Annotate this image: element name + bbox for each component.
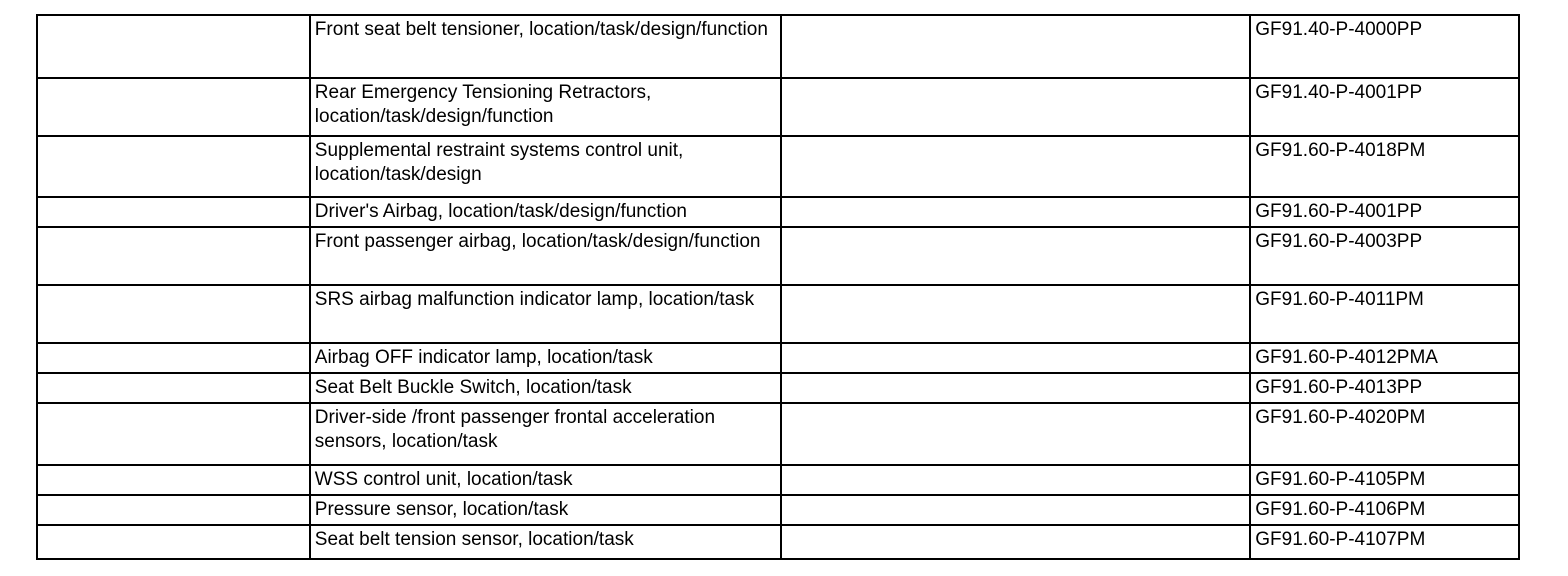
table-row: Supplemental restraint systems control u… xyxy=(36,135,1520,198)
description-cell: SRS airbag malfunction indicator lamp, l… xyxy=(308,284,783,344)
table-row: Front seat belt tensioner, location/task… xyxy=(36,14,1520,79)
description-cell: Airbag OFF indicator lamp, location/task xyxy=(308,342,783,374)
document-code-cell: GF91.60-P-4013PP xyxy=(1249,372,1520,404)
document-code-cell: GF91.60-P-4003PP xyxy=(1249,226,1520,286)
table-row: Seat belt tension sensor, location/task … xyxy=(36,524,1520,560)
description-cell: Supplemental restraint systems control u… xyxy=(308,135,783,198)
description-cell: Driver's Airbag, location/task/design/fu… xyxy=(308,196,783,228)
document-code-cell: GF91.60-P-4020PM xyxy=(1249,402,1520,466)
document-code-cell: GF91.40-P-4000PP xyxy=(1249,14,1520,79)
spacer-cell xyxy=(780,372,1252,404)
spacer-cell xyxy=(780,77,1252,137)
table-row: Front passenger airbag, location/task/de… xyxy=(36,226,1520,286)
spacer-cell xyxy=(780,342,1252,374)
ref-cell xyxy=(36,464,311,496)
description-cell: Seat belt tension sensor, location/task xyxy=(308,524,783,560)
spacer-cell xyxy=(780,14,1252,79)
ref-cell xyxy=(36,135,311,198)
ref-cell xyxy=(36,372,311,404)
ref-cell xyxy=(36,196,311,228)
service-document-table: Front seat belt tensioner, location/task… xyxy=(36,14,1520,560)
table-row: Driver's Airbag, location/task/design/fu… xyxy=(36,196,1520,228)
ref-cell xyxy=(36,524,311,560)
ref-cell xyxy=(36,77,311,137)
description-cell: WSS control unit, location/task xyxy=(308,464,783,496)
description-cell: Pressure sensor, location/task xyxy=(308,494,783,526)
description-cell: Rear Emergency Tensioning Retractors, lo… xyxy=(308,77,783,137)
table-row: WSS control unit, location/task GF91.60-… xyxy=(36,464,1520,496)
spacer-cell xyxy=(780,524,1252,560)
ref-cell xyxy=(36,342,311,374)
ref-cell xyxy=(36,494,311,526)
document-code-cell: GF91.60-P-4105PM xyxy=(1249,464,1520,496)
document-code-cell: GF91.60-P-4012PMA xyxy=(1249,342,1520,374)
spacer-cell xyxy=(780,226,1252,286)
table-row: Driver-side /front passenger frontal acc… xyxy=(36,402,1520,466)
description-cell: Front passenger airbag, location/task/de… xyxy=(308,226,783,286)
document-code-cell: GF91.40-P-4001PP xyxy=(1249,77,1520,137)
ref-cell xyxy=(36,402,311,466)
spacer-cell xyxy=(780,196,1252,228)
table-row: SRS airbag malfunction indicator lamp, l… xyxy=(36,284,1520,344)
document-code-cell: GF91.60-P-4107PM xyxy=(1249,524,1520,560)
spacer-cell xyxy=(780,402,1252,466)
description-cell: Seat Belt Buckle Switch, location/task xyxy=(308,372,783,404)
spacer-cell xyxy=(780,135,1252,198)
ref-cell xyxy=(36,14,311,79)
ref-cell xyxy=(36,226,311,286)
document-code-cell: GF91.60-P-4001PP xyxy=(1249,196,1520,228)
spacer-cell xyxy=(780,494,1252,526)
description-cell: Front seat belt tensioner, location/task… xyxy=(308,14,783,79)
description-cell: Driver-side /front passenger frontal acc… xyxy=(308,402,783,466)
document-code-cell: GF91.60-P-4018PM xyxy=(1249,135,1520,198)
table-row: Rear Emergency Tensioning Retractors, lo… xyxy=(36,77,1520,137)
spacer-cell xyxy=(780,284,1252,344)
document-code-cell: GF91.60-P-4011PM xyxy=(1249,284,1520,344)
document-code-cell: GF91.60-P-4106PM xyxy=(1249,494,1520,526)
spacer-cell xyxy=(780,464,1252,496)
table-row: Seat Belt Buckle Switch, location/task G… xyxy=(36,372,1520,404)
table-row: Airbag OFF indicator lamp, location/task… xyxy=(36,342,1520,374)
ref-cell xyxy=(36,284,311,344)
table-row: Pressure sensor, location/task GF91.60-P… xyxy=(36,494,1520,526)
